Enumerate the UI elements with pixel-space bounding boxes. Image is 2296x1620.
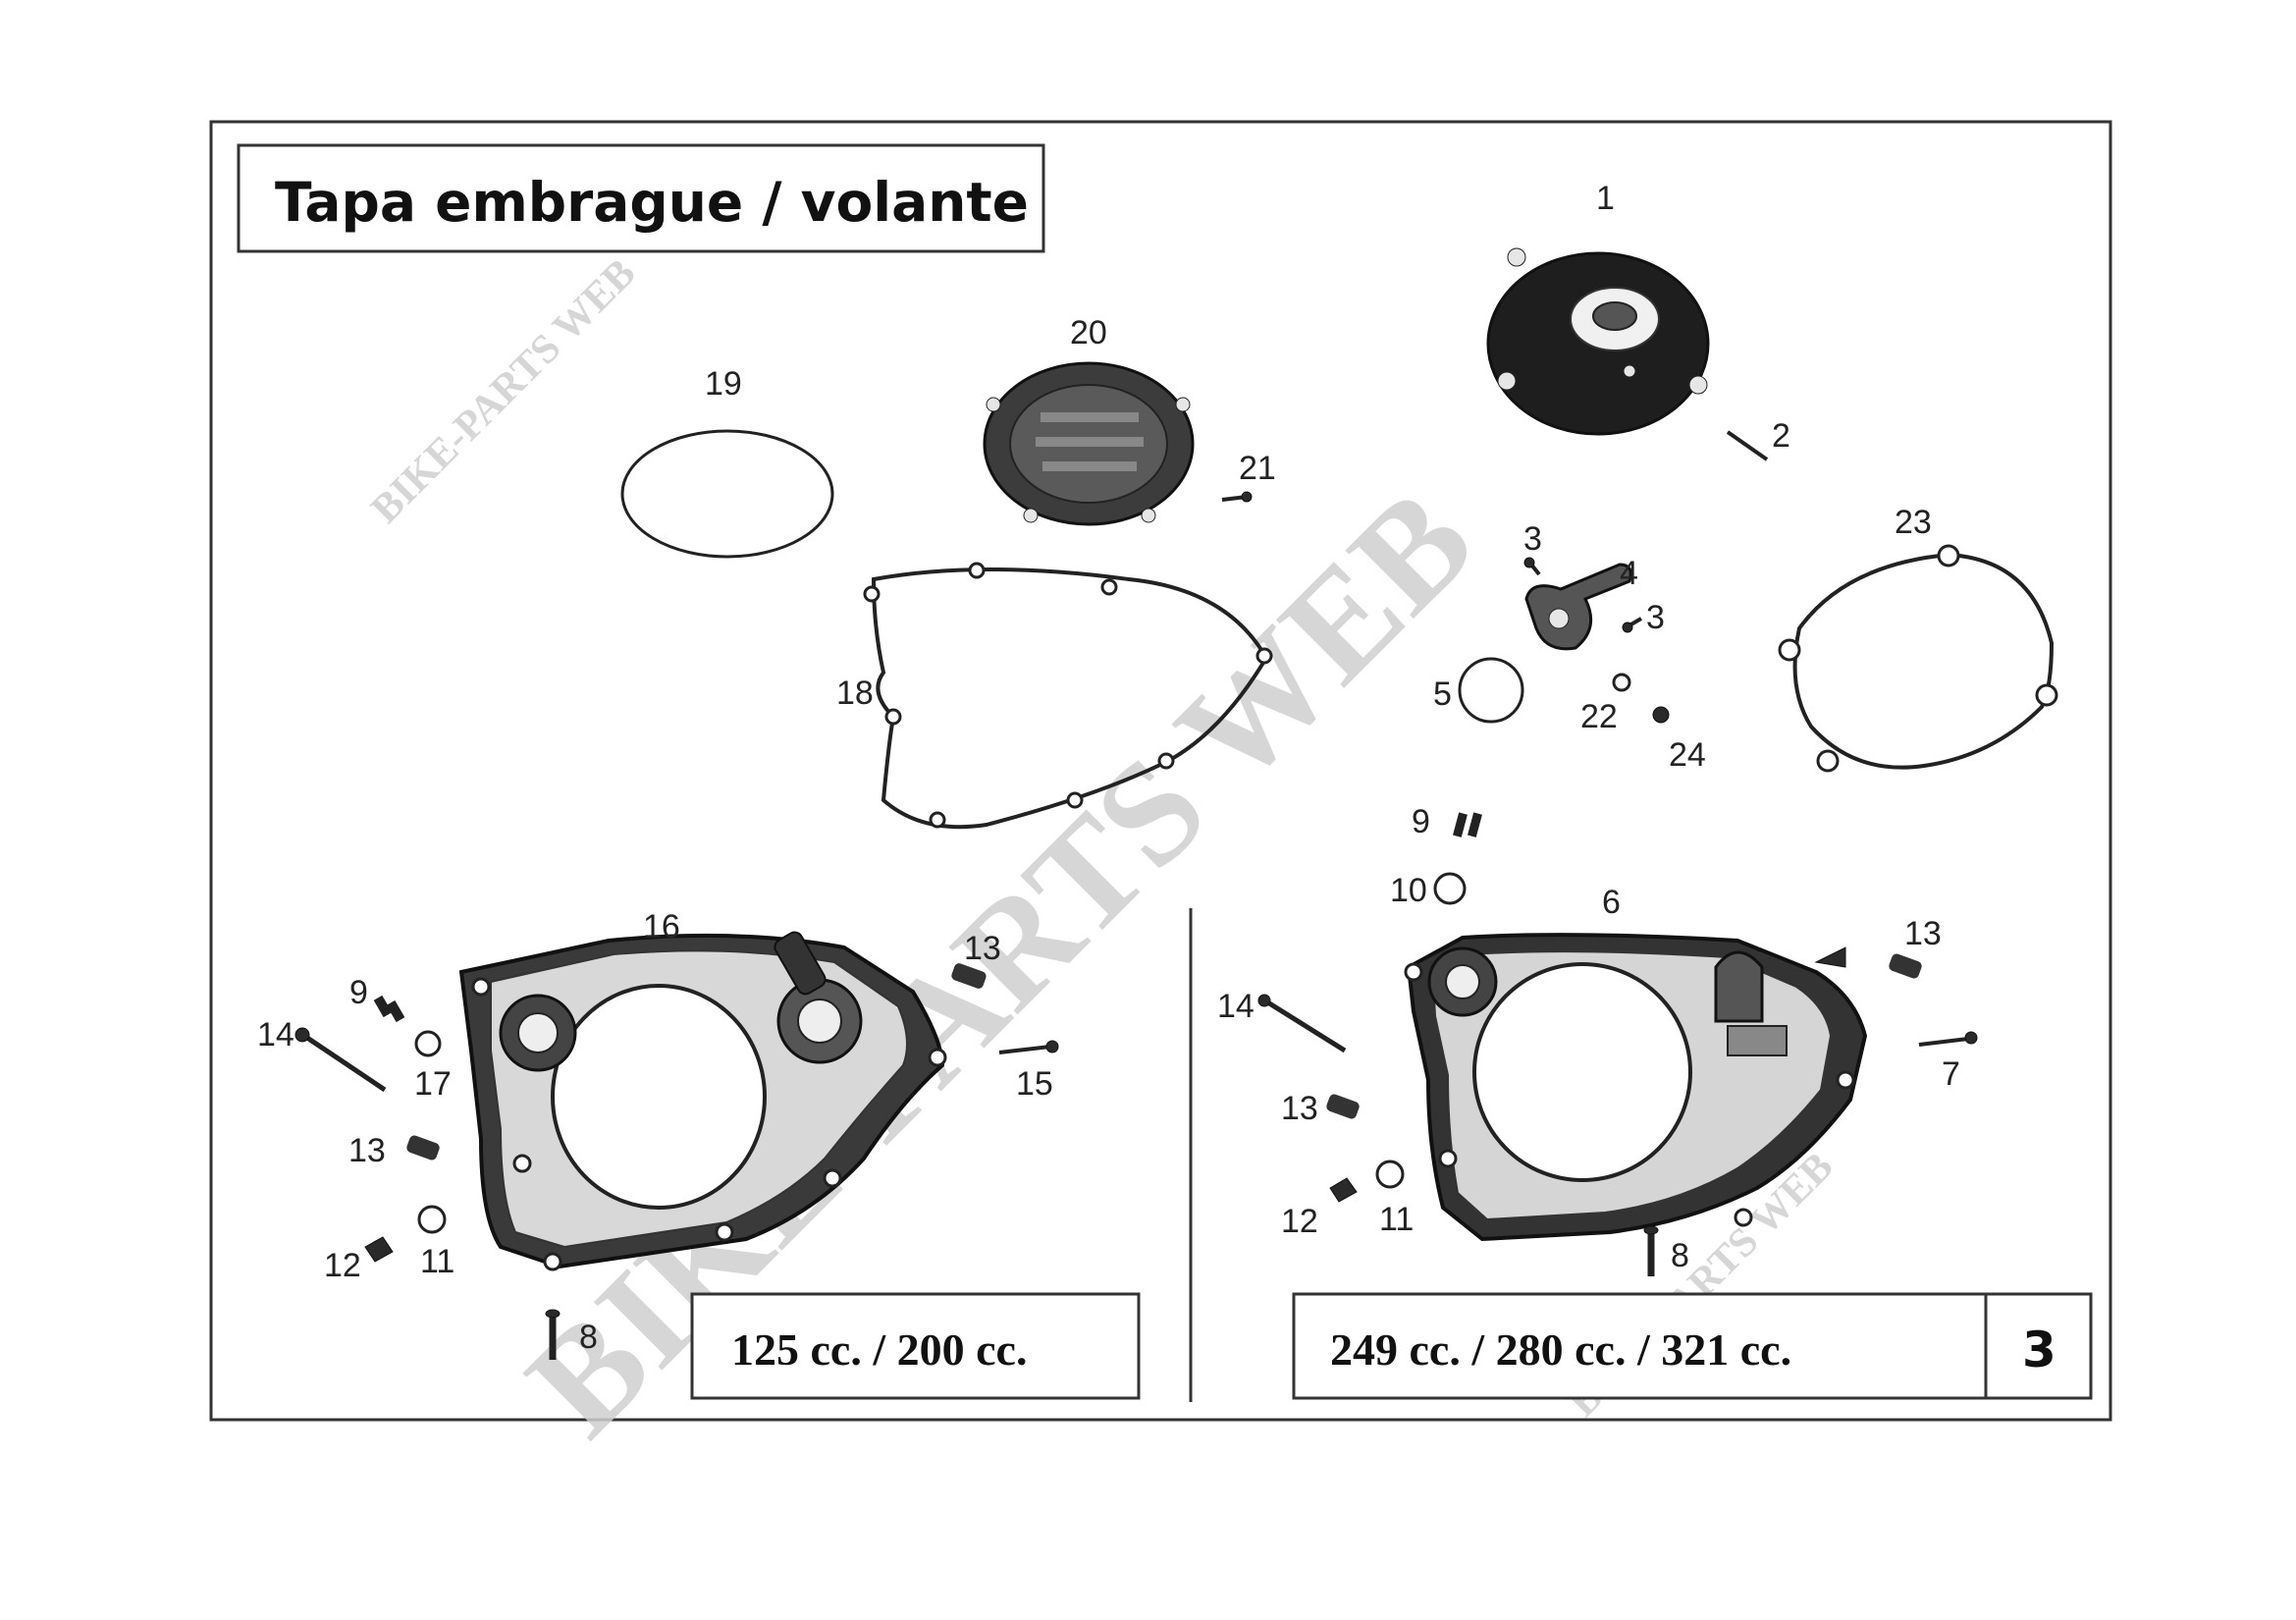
part-6-crankcase-cover-right [1404,933,1868,1242]
callout-20: 20 [1070,314,1107,351]
part-13-dowel-right-a [1889,953,1922,979]
part-8-bolt-left [545,1309,561,1360]
part-14-bolt-left [294,1027,387,1093]
part-19-oring-gasket [620,429,834,559]
callout-1: 1 [1596,180,1615,217]
callout-14-right: 14 [1217,988,1255,1025]
callout-13-right-b: 13 [1281,1090,1318,1127]
part-14-bolt-right [1257,994,1347,1053]
part-8-bolt-right [1643,1225,1659,1276]
callout-24: 24 [1669,736,1706,774]
callout-7: 7 [1942,1055,1960,1093]
part-4-bracket [1524,563,1632,651]
callout-8-right: 8 [1671,1237,1689,1274]
callout-9-right: 9 [1412,803,1430,840]
callout-5: 5 [1433,675,1452,713]
part-5-oring [1458,657,1524,724]
part-12-plug-right [1329,1177,1358,1203]
callout-6: 6 [1602,884,1621,921]
title-box: Tapa embrague / volante [237,143,1045,253]
part-16-crankcase-cover-left [458,931,947,1271]
callout-21: 21 [1239,450,1276,487]
callout-11-left: 11 [420,1243,454,1280]
part-22-washer [1612,673,1631,692]
callout-3a: 3 [1523,520,1542,558]
part-24-nut [1652,706,1670,724]
callout-13-left-b: 13 [348,1132,386,1169]
part-3-screw-a [1523,557,1541,576]
callout-22: 22 [1580,698,1618,735]
part-7-screw [1918,1031,1978,1047]
callout-18: 18 [836,675,874,712]
part-21-screw [1221,491,1253,503]
part-2-pin [1726,430,1769,461]
callout-13-right-a: 13 [1904,915,1942,952]
callout-4: 4 [1620,555,1638,592]
part-13-dowel-left-b [406,1135,440,1161]
page-title: Tapa embrague / volante [275,171,1029,234]
part-15-screw [998,1040,1059,1054]
watermark-small-top: BIKE-PARTS WEB [363,250,645,532]
gasket-18-holes [863,562,1273,829]
model-label-left: 125 cc. / 200 cc. [731,1324,1027,1375]
callout-2: 2 [1772,417,1790,455]
callout-12-right: 12 [1281,1203,1318,1240]
model-label-right: 249 cc. / 280 cc. / 321 cc. [1330,1324,1791,1375]
callout-12-left: 12 [324,1247,361,1284]
part-23-flywheel-gasket [1778,544,2058,773]
model-label-left-box: 125 cc. / 200 cc. [690,1292,1141,1400]
callout-19: 19 [705,365,742,403]
part-17-oring [414,1030,442,1057]
callout-10: 10 [1390,872,1427,909]
part-1-flywheel-cover [1486,247,1710,436]
callout-23: 23 [1895,504,1932,541]
part-10-oring [1433,872,1467,905]
part-3-screw-b [1622,617,1643,633]
part-11-oring-left [417,1205,447,1234]
callout-9-left: 9 [349,974,368,1011]
callout-11-right: 11 [1379,1201,1414,1238]
part-12-plug-left [364,1236,394,1263]
part-13-dowel-left-a [951,963,987,989]
outer-frame [209,120,2112,1422]
part-18-cover-gasket [871,567,1269,830]
callout-8-left: 8 [579,1319,598,1356]
callout-17: 17 [414,1065,452,1103]
callout-14-left: 14 [257,1016,294,1053]
part-9-pins-right [1453,812,1482,837]
callout-16: 16 [643,908,680,945]
part-11-oring-right [1375,1160,1405,1189]
callout-15: 15 [1016,1065,1053,1103]
callout-3b: 3 [1646,599,1665,636]
page-number: 3 [2022,1322,2056,1378]
callout-13-left-a: 13 [964,930,1001,967]
part-20-clutch-cover [983,361,1195,526]
part-13-dowel-right-b [1326,1094,1360,1119]
part-9-pins-left [373,995,405,1023]
model-label-right-box: 249 cc. / 280 cc. / 321 cc. 3 [1292,1292,2093,1400]
